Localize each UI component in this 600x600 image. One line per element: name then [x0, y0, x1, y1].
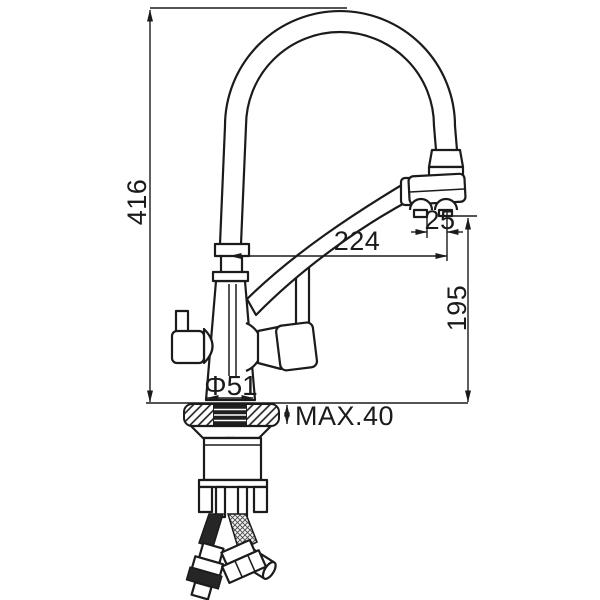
filter-handle-left — [170, 309, 214, 365]
dim-overall-height-label: 416 — [122, 179, 152, 226]
spout-arm — [245, 181, 414, 317]
outlet-dome-left — [408, 197, 434, 211]
dim-base-diameter-label: Φ51 — [204, 370, 257, 401]
dim-spout-height-label: 195 — [442, 285, 472, 332]
dim-max-counter-thickness-label: MAX.40 — [295, 401, 394, 431]
mixer-handle-right — [256, 260, 319, 372]
spray-head — [399, 148, 467, 219]
dimension-spout-reach: 224 — [229, 211, 448, 261]
dim-spout-reach-label: 224 — [334, 226, 381, 256]
mounting-flange — [183, 403, 280, 427]
dimension-max-counter-thickness: MAX.40 — [284, 401, 394, 431]
dimension-overall-height: 416 — [122, 7, 347, 403]
supply-hose-left — [185, 513, 225, 600]
under-sink-shank — [189, 424, 273, 519]
supply-hose-right — [220, 513, 277, 585]
dimension-outlet-offset: 25 — [411, 205, 463, 238]
outlet-dome-right — [433, 197, 459, 211]
dimension-spout-height: 195 — [442, 215, 477, 403]
dim-outlet-offset-label: 25 — [424, 205, 455, 235]
dimension-base-diameter: Φ51 — [204, 370, 258, 401]
